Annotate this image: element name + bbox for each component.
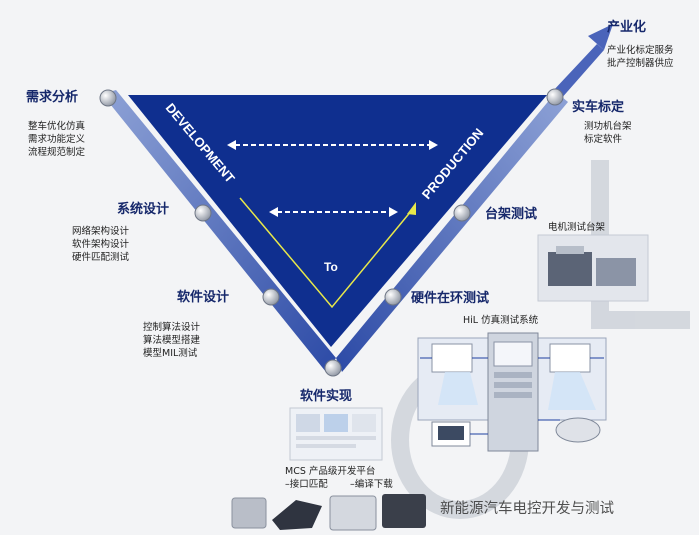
mcs-caption: MCS 产品级开发平台	[285, 466, 376, 477]
sys-item: 硬件匹配测试	[72, 252, 130, 263]
stage-title-system-design: 系统设计	[117, 202, 170, 217]
dashed-arrow-top-head-right	[429, 140, 438, 150]
controller-photos	[231, 494, 426, 531]
ind-item: 批产控制器供应	[607, 58, 674, 69]
stage-items-vehicle: 测功机台架 标定软件	[584, 120, 632, 146]
stage-items-software-design: 控制算法设计 算法模型搭建 模型MIL测试	[143, 321, 200, 360]
bench-caption: 电机测试台架	[548, 222, 606, 233]
ind-item: 产业化标定服务	[607, 45, 674, 56]
stage-title-software-design: 软件设计	[177, 290, 230, 305]
industrialization-arrowhead	[588, 24, 613, 50]
sys-item: 网络架构设计	[72, 226, 130, 237]
stage-items-industrialization: 产业化标定服务 批产控制器供应	[607, 44, 674, 70]
hil-system-illustration	[417, 332, 607, 452]
dashed-arrow-mid-head-right	[389, 207, 398, 217]
stage-title-bench: 台架测试	[485, 207, 538, 222]
v-triangle	[128, 95, 547, 347]
stage-title-software-impl: 软件实现	[300, 389, 353, 404]
watermark-text: 新能源汽车电控开发与测试	[440, 501, 614, 517]
node-software-design	[262, 288, 280, 306]
node-requirements	[99, 89, 117, 107]
node-bench	[453, 204, 471, 222]
stage-title-vehicle: 实车标定	[572, 100, 625, 115]
stage-title-requirements: 需求分析	[26, 90, 79, 105]
sw-item: 模型MIL测试	[143, 348, 198, 359]
sw-item: 控制算法设计	[143, 322, 201, 333]
mcs-item: –接口匹配	[285, 479, 328, 490]
hil-caption: HiL 仿真测试系统	[463, 315, 539, 326]
sw-item: 算法模型搭建	[143, 335, 201, 346]
req-item: 整车优化仿真	[28, 121, 86, 132]
industrialization-arrow-shaft	[552, 44, 604, 100]
stage-items-requirements: 整车优化仿真 需求功能定义 流程规范制定	[28, 120, 85, 159]
node-hil	[384, 288, 402, 306]
dashed-arrow-mid-head-left	[269, 207, 278, 217]
to-label: To	[324, 260, 338, 274]
mcs-platform-screenshot	[289, 407, 383, 461]
development-path	[239, 197, 413, 309]
stage-items-system-design: 网络架构设计 软件架构设计 硬件匹配测试	[72, 225, 129, 264]
vehicle-item: 标定软件	[584, 134, 623, 145]
sys-item: 软件架构设计	[72, 239, 130, 250]
req-item: 需求功能定义	[28, 134, 86, 145]
node-software-impl	[324, 359, 342, 377]
stage-title-hil: 硬件在环测试	[411, 291, 490, 306]
mcs-item: –编译下载	[350, 479, 393, 490]
node-system-design	[194, 204, 212, 222]
req-item: 流程规范制定	[28, 147, 86, 158]
stage-title-industrialization: 产业化	[607, 20, 647, 35]
node-vehicle	[546, 88, 564, 106]
development-path-arrowhead	[407, 202, 416, 215]
bench-photo	[537, 234, 649, 302]
dashed-arrow-top-head-left	[227, 140, 236, 150]
vehicle-item: 测功机台架	[584, 121, 632, 132]
